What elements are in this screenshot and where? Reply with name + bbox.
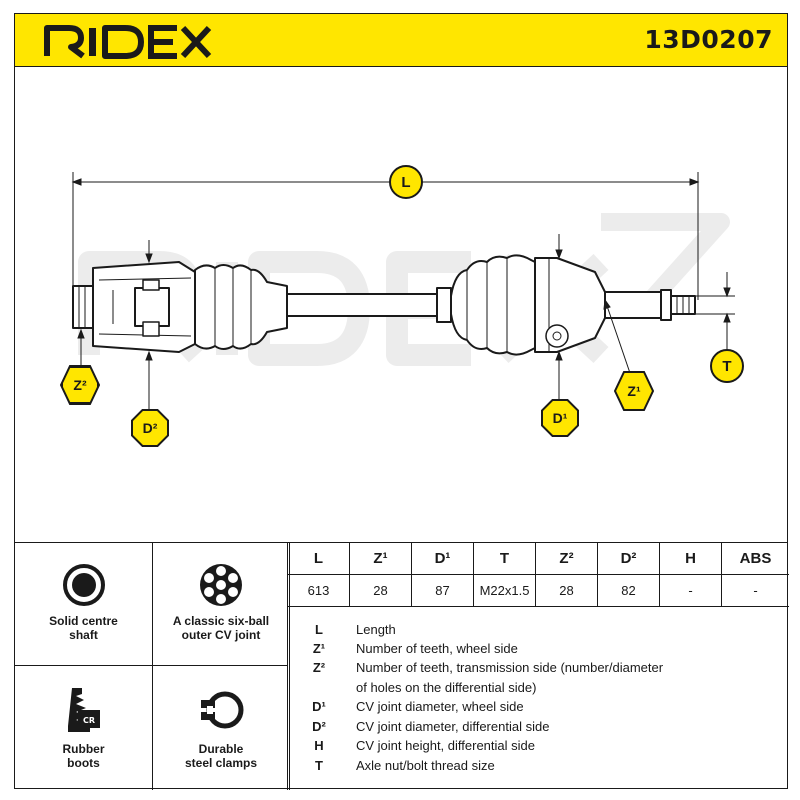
legend-symbol: Z² — [312, 659, 326, 675]
legend-text: CV joint diameter, wheel side — [356, 698, 524, 714]
spec-value-cell: - — [721, 575, 789, 606]
badge-D2-outline — [131, 409, 169, 447]
spec-header-cell: ABS — [721, 543, 789, 574]
legend-text: of holes on the differential side) — [356, 679, 537, 695]
legend-text: Length — [356, 621, 396, 637]
spec-table-header-row: L Z¹ D¹ T Z² D² H ABS — [287, 543, 789, 575]
spec-header-cell: D² — [597, 543, 659, 574]
legend-text: CV joint height, differential side — [356, 737, 535, 753]
badge-Z1-outline — [614, 371, 654, 411]
rubber-boot-icon: CR — [67, 688, 100, 732]
feature-2-line-2: outer CV joint — [181, 628, 261, 642]
feature-six-ball-joint: A classic six-ball outer CV joint — [152, 543, 290, 666]
legend-item: Z² Number of teeth, transmission side (nu… — [301, 657, 663, 677]
feature-divider-h — [15, 665, 287, 666]
badge-D1-text: D¹ — [552, 410, 568, 426]
feature-steel-clamps: Durable steel clamps — [152, 666, 290, 790]
badge-D2: D² — [132, 410, 168, 446]
legend-text: Axle nut/bolt thread size — [356, 757, 495, 773]
legend-item: T Axle nut/bolt thread size — [301, 755, 495, 775]
legend-left-border — [287, 607, 288, 790]
spec-value-cell: M22x1.5 — [473, 575, 535, 606]
part-code: 13D0207 — [644, 25, 773, 54]
legend-text: Number of teeth, transmission side (numb… — [356, 659, 664, 675]
badge-Z2-text: Z² — [73, 377, 87, 393]
badge-L: L — [389, 165, 423, 199]
badge-D1: D¹ — [542, 400, 578, 436]
legend-text: Number of teeth, wheel side — [356, 640, 518, 656]
legend-item: H CV joint height, differential side — [301, 735, 535, 755]
steel-clamp-icon — [201, 691, 244, 729]
spec-header-cell: Z² — [535, 543, 597, 574]
spec-header-cell: L — [287, 543, 349, 574]
specification-panel: Solid centre shaft A classic six-ball ou… — [14, 542, 789, 790]
badge-T-text: T — [722, 357, 732, 375]
legend-item: of holes on the differential side) — [301, 677, 536, 697]
spec-value-cell: 28 — [349, 575, 411, 606]
feature-4-line-1: Durable — [198, 742, 244, 756]
legend-item: D² CV joint diameter, differential side — [301, 716, 549, 736]
feature-4-line-2: steel clamps — [184, 756, 258, 770]
legend-text: CV joint diameter, differential side — [356, 718, 550, 734]
drive-shaft-drawing: L T Z² Z¹ D² D¹ — [14, 67, 788, 543]
legend-symbol: D¹ — [312, 698, 326, 714]
badge-Z2-outline — [60, 365, 100, 405]
legend-symbol: D² — [312, 718, 326, 734]
badge-D1-outline — [541, 399, 579, 437]
spec-header-cell: T — [473, 543, 535, 574]
header-bar: 13D0207 — [14, 13, 788, 67]
feature-1-line-2: shaft — [69, 628, 98, 642]
legend-symbol: H — [314, 737, 324, 753]
spec-value-cell: 28 — [535, 575, 597, 606]
feature-rubber-boots: CR Rubber boots — [15, 666, 153, 790]
legend-symbol: Z¹ — [312, 640, 326, 656]
spec-table-value-row: 613 28 87 M22x1.5 28 82 - - — [287, 575, 789, 607]
feature-1-line-1: Solid centre — [49, 614, 118, 628]
spec-value-cell: - — [659, 575, 721, 606]
spec-value-cell: 87 — [411, 575, 473, 606]
feature-3-line-1: Rubber — [62, 742, 105, 756]
spec-value-cell: 613 — [287, 575, 349, 606]
spec-value-cell: 82 — [597, 575, 659, 606]
badge-D2-text: D² — [142, 420, 158, 436]
feature-2-line-1: A classic six-ball — [172, 614, 270, 628]
badge-Z1-text: Z¹ — [627, 383, 641, 399]
leader-lines — [77, 234, 735, 414]
legend-symbol: L — [315, 621, 323, 637]
six-ball-cv-joint-icon — [200, 564, 242, 606]
spec-header-cell: H — [659, 543, 721, 574]
spec-header-cell: D¹ — [411, 543, 473, 574]
badge-T: T — [710, 349, 744, 383]
spec-header-cell: Z¹ — [349, 543, 411, 574]
badge-L-text: L — [401, 173, 411, 191]
solid-shaft-icon — [62, 564, 105, 606]
cr-badge-text: CR — [82, 716, 94, 725]
feature-3-line-2: boots — [67, 756, 100, 770]
legend-symbol: T — [315, 757, 323, 773]
length-dimension — [71, 172, 700, 300]
legend-item: L Length — [301, 619, 396, 639]
ridex-logo — [43, 20, 213, 67]
drive-shaft — [72, 254, 696, 356]
legend-item: Z¹ Number of teeth, wheel side — [301, 638, 518, 658]
feature-solid-shaft: Solid centre shaft — [15, 543, 153, 666]
legend-item: D¹ CV joint diameter, wheel side — [301, 696, 524, 716]
